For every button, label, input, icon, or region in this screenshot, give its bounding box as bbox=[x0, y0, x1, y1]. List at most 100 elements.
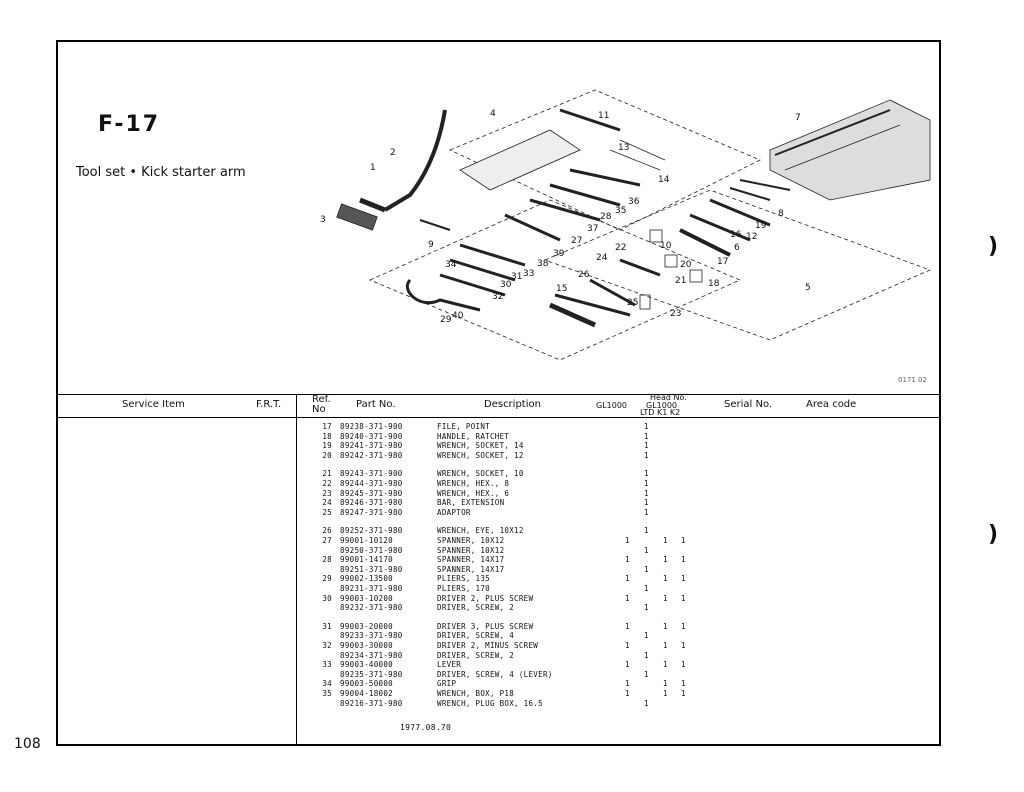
cell-ref: 26 bbox=[322, 526, 332, 536]
figure-code: 0171 02 bbox=[898, 376, 927, 384]
callout-19: 19 bbox=[755, 221, 767, 231]
callout-30: 30 bbox=[500, 280, 512, 290]
cell-desc: WRENCH, EYE, 10X12 bbox=[437, 526, 524, 536]
header-service-item: Service Item bbox=[122, 399, 185, 410]
callout-8: 8 bbox=[778, 209, 784, 219]
cell-q3: 1 bbox=[663, 555, 668, 565]
header-serial-no: Serial No. bbox=[724, 399, 773, 410]
header-gl1000-b: GL1000 bbox=[646, 401, 678, 410]
cell-ref: 33 bbox=[322, 660, 332, 670]
cell-desc: DRIVER 3, PLUS SCREW bbox=[437, 621, 534, 631]
cell-q4: 1 bbox=[681, 536, 686, 545]
callout-17: 17 bbox=[717, 257, 728, 267]
header-area-code: Area code bbox=[806, 399, 857, 410]
header-description: Description bbox=[484, 399, 541, 410]
callout-13: 13 bbox=[618, 143, 629, 153]
cell-q2: 1 bbox=[644, 545, 649, 555]
cell-part: 89241-371-980 bbox=[340, 441, 403, 451]
cell-q2: 1 bbox=[644, 631, 649, 641]
callout-23: 23 bbox=[670, 309, 681, 319]
cell-ref: 21 bbox=[322, 469, 332, 479]
callout-36: 36 bbox=[628, 197, 640, 207]
cell-q4: 1 bbox=[681, 621, 686, 631]
cell-desc: DRIVER, SCREW, 4 bbox=[437, 631, 515, 641]
cell-desc: ADAPTOR bbox=[437, 507, 471, 517]
cell-ref: 23 bbox=[322, 488, 332, 498]
cell-part: 99003-30000 bbox=[340, 641, 393, 650]
callout-20: 20 bbox=[680, 260, 692, 270]
callout-18: 18 bbox=[708, 279, 720, 289]
cell-desc: PLIERS, 135 bbox=[437, 574, 490, 584]
cell-ref: 20 bbox=[322, 450, 332, 460]
cell-desc: SPANNER, 10X12 bbox=[437, 545, 505, 555]
page-number: 108 bbox=[14, 736, 41, 752]
callout-4: 4 bbox=[490, 109, 496, 119]
table-header-rule bbox=[56, 417, 941, 418]
cell-ref: 25 bbox=[322, 507, 332, 517]
cell-ref: 28 bbox=[322, 555, 332, 565]
binding-mark-upper: ) bbox=[988, 234, 999, 259]
callout-22: 22 bbox=[615, 243, 626, 253]
cell-q3: 1 bbox=[663, 621, 668, 631]
cell-desc: WRENCH, PLUG BOX, 16.5 bbox=[437, 698, 543, 708]
cell-ref: 29 bbox=[322, 574, 332, 584]
cell-q2: 1 bbox=[644, 650, 649, 660]
header-ref-no: Ref. No bbox=[312, 394, 331, 415]
callout-37: 37 bbox=[587, 224, 598, 234]
cell-q2: 1 bbox=[644, 431, 649, 441]
cell-q2: 1 bbox=[644, 526, 649, 536]
callout-38: 38 bbox=[537, 259, 549, 269]
cell-part: 89242-371-980 bbox=[340, 450, 403, 460]
cell-desc: PLIERS, 170 bbox=[437, 584, 490, 593]
callout-33: 33 bbox=[523, 269, 534, 279]
callout-25: 25 bbox=[627, 298, 638, 308]
cell-part: 89234-371-980 bbox=[340, 650, 403, 660]
cell-desc: WRENCH, SOCKET, 12 bbox=[437, 450, 524, 460]
cell-desc: HANDLE, RATCHET bbox=[437, 431, 510, 441]
cell-q3: 1 bbox=[663, 536, 668, 545]
column-divider bbox=[296, 394, 297, 746]
callout-16: 16 bbox=[730, 230, 742, 240]
cell-q2: 1 bbox=[644, 441, 649, 451]
cell-q2: 1 bbox=[644, 498, 649, 508]
cell-desc: BAR, EXTENSION bbox=[437, 498, 505, 508]
callout-32: 32 bbox=[492, 292, 503, 302]
cell-q4: 1 bbox=[681, 593, 686, 603]
cell-part: 99003-20000 bbox=[340, 621, 393, 631]
cell-q4: 1 bbox=[681, 641, 686, 650]
cell-part: 89231-371-980 bbox=[340, 584, 403, 593]
cell-part: 89251-371-980 bbox=[340, 564, 403, 574]
cell-q2: 1 bbox=[644, 564, 649, 574]
cell-desc: DRIVER 2, MINUS SCREW bbox=[437, 641, 539, 650]
cell-part: 99001-14170 bbox=[340, 555, 393, 565]
cell-desc: WRENCH, HEX., 8 bbox=[437, 479, 510, 488]
cell-q2: 1 bbox=[644, 488, 649, 498]
cell-q2: 1 bbox=[644, 507, 649, 517]
cell-desc: FILE, POINT bbox=[437, 422, 490, 431]
cell-q2: 1 bbox=[644, 584, 649, 593]
callout-29: 29 bbox=[440, 315, 452, 325]
cell-q3: 1 bbox=[663, 574, 668, 584]
cell-ref: 27 bbox=[322, 536, 332, 545]
cell-desc: SPANNER, 14X17 bbox=[437, 555, 505, 565]
cell-ref: 19 bbox=[322, 441, 332, 451]
callout-14: 14 bbox=[658, 175, 670, 185]
cell-part: 99003-50000 bbox=[340, 679, 393, 689]
cell-desc: DRIVER, SCREW, 4 (LEVER) bbox=[437, 669, 553, 679]
cell-part: 99003-10200 bbox=[340, 593, 393, 603]
cell-ref: 18 bbox=[322, 431, 332, 441]
cell-q1: 1 bbox=[625, 621, 630, 631]
cell-q3: 1 bbox=[663, 679, 668, 689]
cell-q1: 1 bbox=[625, 536, 630, 545]
cell-q1: 1 bbox=[625, 555, 630, 565]
callout-10: 10 bbox=[660, 241, 672, 251]
